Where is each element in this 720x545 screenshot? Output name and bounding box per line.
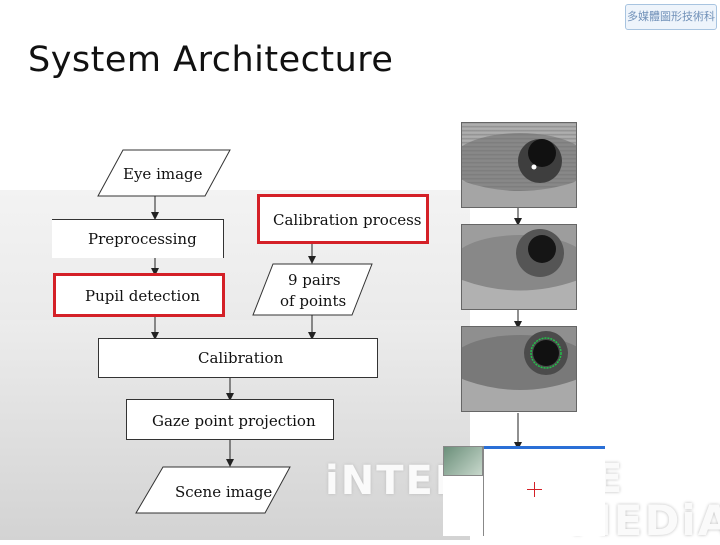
watermark-text-1: iNTER [325,458,468,504]
points-label-line1: 9 pairs [288,271,341,289]
calibration-box [98,338,378,378]
pupil-detection-box [53,273,225,317]
pupil-detected-eye-image [461,326,577,412]
pupil-detected-eye-drawing [462,331,576,411]
gaze-projection-label: Gaze point projection [152,412,316,430]
watermark-interactive: iNTER [325,458,468,504]
calibration-process-label: Calibration process [273,211,422,229]
pupil-detection-label: Pupil detection [85,287,201,305]
scene-divider [483,446,484,536]
raw-eye-image [461,122,577,208]
slide-title: System Architecture [28,40,394,80]
scene-image-shape [135,466,291,514]
gaze-projection-box [126,399,334,440]
points-shape [252,263,373,316]
preprocessing-box [52,219,224,258]
scene-title-bar [483,446,605,449]
preprocessing-label: Preprocessing [88,230,197,248]
eye-image-shape [97,149,231,197]
raw-eye-drawing [462,133,576,207]
points-label-line2: of points [280,292,347,310]
scene-thumbnail [443,446,483,476]
eye-image-label: Eye image [123,165,203,183]
preprocessed-eye-image [461,224,577,310]
scene-image-panel [443,446,605,536]
calibration-label: Calibration [198,349,284,367]
institution-logo: 多媒體圖形技術科 [625,4,717,30]
preprocessed-eye-drawing [462,229,576,309]
scene-image-label: Scene image [175,483,273,501]
calibration-process-box [257,194,429,244]
gaze-cross-icon [527,482,542,497]
